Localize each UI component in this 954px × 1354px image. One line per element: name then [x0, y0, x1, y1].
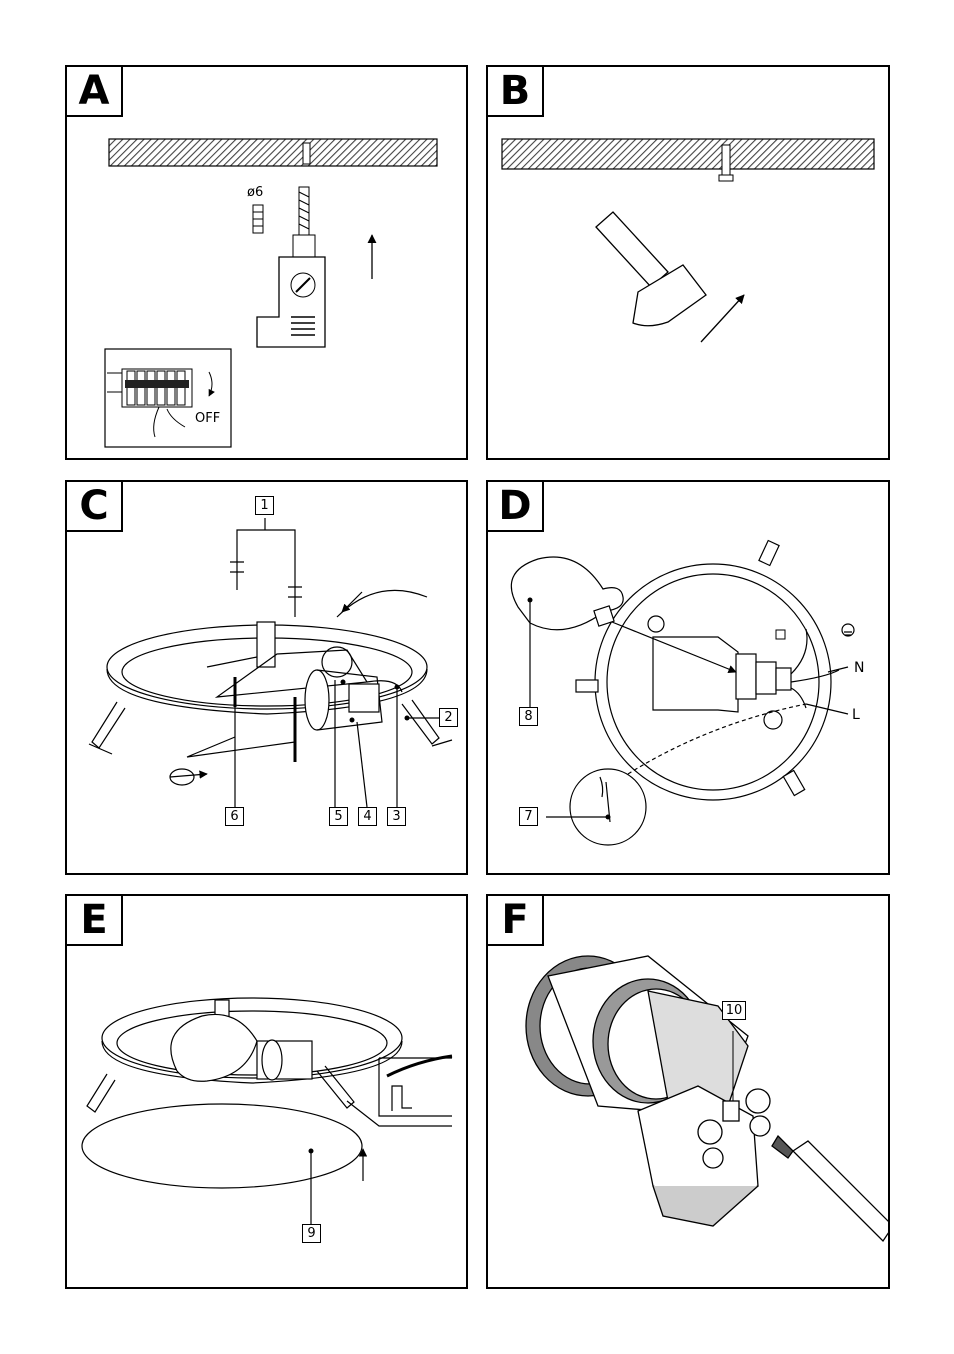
- ceiling-block-b: [502, 139, 874, 169]
- callout-4: 4: [358, 807, 377, 826]
- panel-b: B: [486, 65, 890, 460]
- panel-f: F 10: [486, 894, 890, 1289]
- callout-6: 6: [225, 807, 244, 826]
- off-label: OFF: [195, 411, 220, 426]
- screwdriver-icon: [793, 1141, 890, 1241]
- neutral-label: N: [854, 660, 864, 676]
- callout-9: 9: [302, 1224, 321, 1243]
- glass-shade: [82, 1104, 362, 1188]
- arrow-diagonal-icon: [701, 295, 744, 342]
- live-label: L: [852, 707, 860, 723]
- panel-c-drawing: [67, 482, 468, 875]
- panel-a: A ø6 OFF: [65, 65, 468, 460]
- callout-5: 5: [329, 807, 348, 826]
- panel-e-drawing: [67, 896, 468, 1289]
- callout-8: 8: [519, 707, 538, 726]
- panel-f-drawing: [488, 896, 890, 1289]
- panel-d-drawing: [488, 482, 890, 875]
- drill-hole: [303, 143, 310, 164]
- callout-7: 7: [519, 807, 538, 826]
- panel-d: D: [486, 480, 890, 875]
- callout-3: 3: [387, 807, 406, 826]
- plug-in-ceiling: [722, 145, 730, 175]
- panel-c: C: [65, 480, 468, 875]
- drill-diameter-label: ø6: [247, 185, 263, 200]
- callout-1: 1: [255, 496, 274, 515]
- callout-10: 10: [722, 1001, 746, 1020]
- panel-b-drawing: [488, 67, 890, 460]
- panel-a-drawing: [67, 67, 468, 460]
- callout-2: 2: [439, 708, 458, 727]
- drill-body-icon: [257, 257, 325, 347]
- hammer-icon: [596, 212, 706, 326]
- ceiling-block-a: [109, 139, 437, 166]
- panel-e: E 9: [65, 894, 468, 1289]
